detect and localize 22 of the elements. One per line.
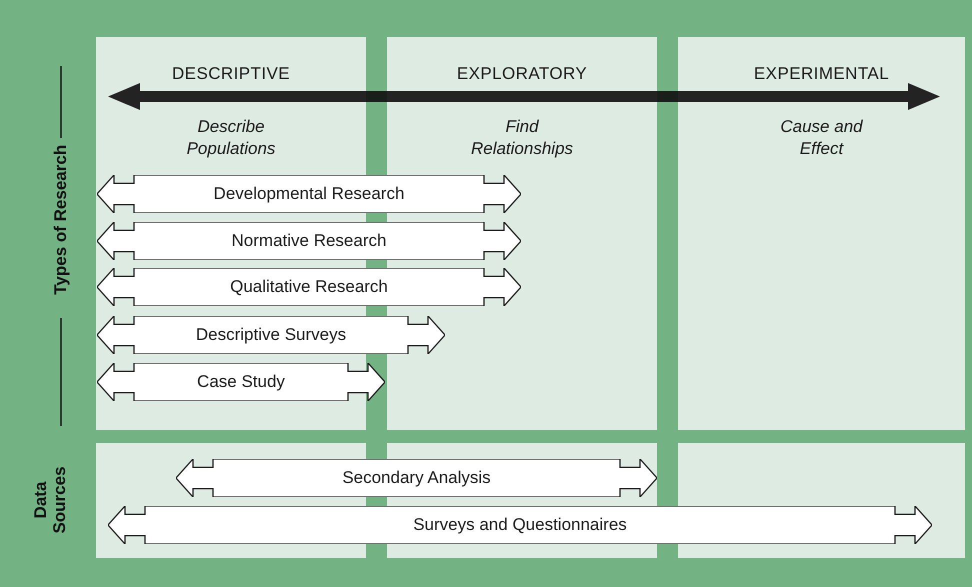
column-description: Describe Populations [186,116,276,160]
column-description: Find Relationships [470,116,574,160]
double-arrow-bar [176,459,657,497]
bar-label: Qualitative Research [230,276,388,298]
bar-label: Case Study [197,371,285,394]
column-panel [678,37,965,430]
bar-label: Normative Research [232,230,386,252]
bar-label: Secondary Analysis [342,467,491,490]
double-arrow-bar [97,268,521,306]
double-arrow-bar [108,506,932,544]
double-arrow-bar [97,175,521,213]
axis-label: Data Sources [31,465,69,535]
column-description: Cause and Effect [779,116,864,160]
double-arrow-bar [97,363,385,401]
column-heading: DESCRIPTIVE [170,63,292,85]
bar-label: Descriptive Surveys [196,324,346,346]
double-arrow-bar [97,316,445,354]
column-heading: EXPERIMENTAL [752,63,890,85]
column-heading: EXPLORATORY [456,63,588,85]
bar-label: Surveys and Questionnaires [413,514,627,536]
bar-label: Developmental Research [214,183,404,206]
double-arrow-bar [97,222,521,260]
